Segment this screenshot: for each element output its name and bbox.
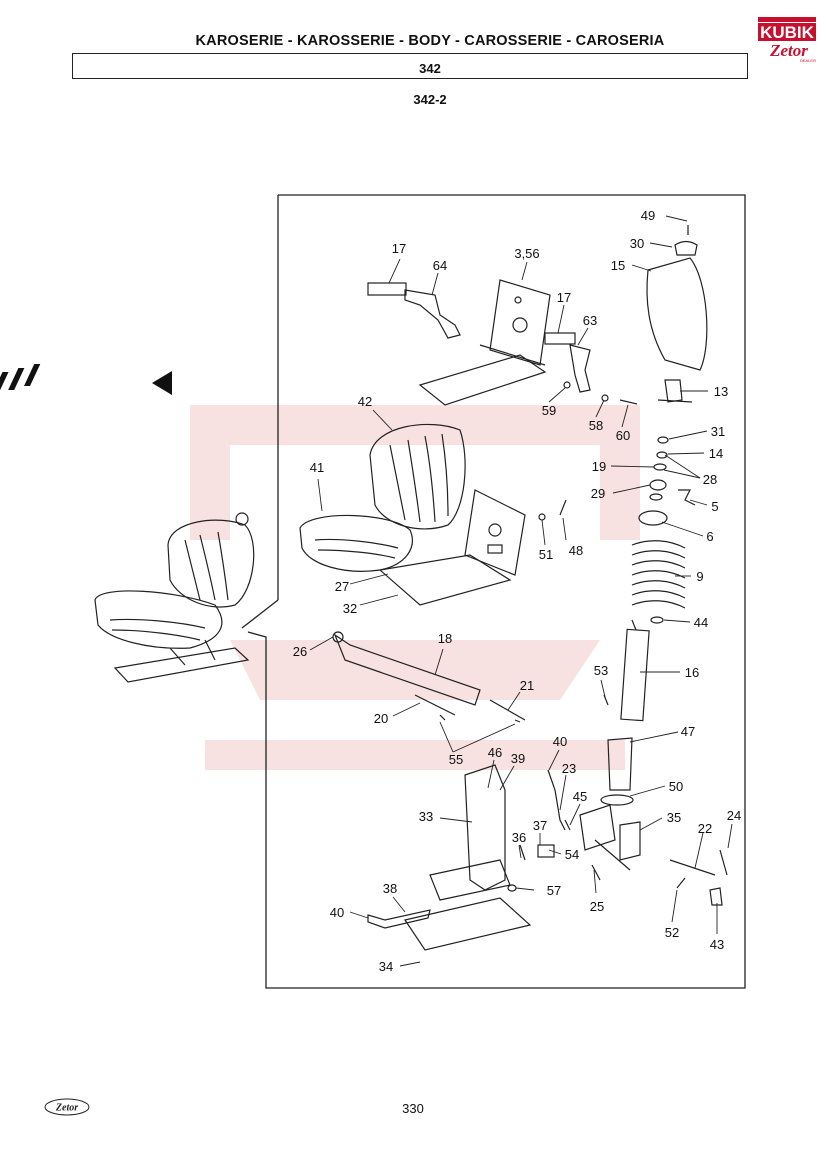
callout-label: 41 [310, 460, 324, 475]
logo-brand-top: KUBIK [760, 23, 815, 42]
callout-label: 19 [592, 459, 606, 474]
callout-label: 16 [685, 665, 699, 680]
callout-label: 24 [727, 808, 741, 823]
callout-label: 57 [547, 883, 561, 898]
direction-arrow-icon [0, 364, 172, 395]
callout-label: 48 [569, 543, 583, 558]
callout-label: 23 [562, 761, 576, 776]
diagram-frame [241, 194, 746, 989]
callout-label: 20 [374, 711, 388, 726]
callout-label: 36 [512, 830, 526, 845]
callout-label: 21 [520, 678, 534, 693]
callout-label: 14 [709, 446, 723, 461]
section-number: 342 [419, 61, 441, 76]
callout-label: 53 [594, 663, 608, 678]
logo-brand-sub: DEALER [800, 58, 816, 63]
callout-label: 40 [330, 905, 344, 920]
callout-label: 32 [343, 601, 357, 616]
callout-label: 17 [392, 241, 406, 256]
callout-label: 40 [553, 734, 567, 749]
page-title: KAROSERIE - KAROSSERIE - BODY - CAROSSER… [195, 33, 665, 49]
subsection-number: 342-2 [413, 92, 447, 107]
callout-label: 35 [667, 810, 681, 825]
callout-label: 26 [293, 644, 307, 659]
callout-label: 37 [533, 818, 547, 833]
footer-zetor-logo: Zetor [44, 1098, 90, 1116]
callout-label: 13 [714, 384, 728, 399]
page-number: 330 [402, 1101, 424, 1116]
kubik-zetor-logo: KUBIK Zetor DEALER [756, 14, 818, 64]
callout-label: 22 [698, 821, 712, 836]
callout-label: 3,56 [514, 246, 539, 261]
callout-label: 64 [433, 258, 447, 273]
callout-label: 17 [557, 290, 571, 305]
callout-label: 52 [665, 925, 679, 940]
callout-label: 29 [591, 486, 605, 501]
callout-label: 42 [358, 394, 372, 409]
callout-label: 9 [696, 569, 703, 584]
callout-label: 60 [616, 428, 630, 443]
callout-label: 5 [711, 499, 718, 514]
footer-logo-text: Zetor [55, 1103, 78, 1114]
section-box [72, 53, 748, 79]
callout-label: 55 [449, 752, 463, 767]
callout-label: 43 [710, 937, 724, 952]
callout-label: 49 [641, 208, 655, 223]
callout-label: 44 [694, 615, 708, 630]
callout-label: 54 [565, 847, 579, 862]
callout-label: 25 [590, 899, 604, 914]
callout-label: 46 [488, 745, 502, 760]
callout-label: 59 [542, 403, 556, 418]
callout-label: 47 [681, 724, 695, 739]
callout-label: 27 [335, 579, 349, 594]
callout-label: 15 [611, 258, 625, 273]
watermark [190, 405, 640, 770]
callout-label: 39 [511, 751, 525, 766]
callout-label: 6 [706, 529, 713, 544]
callout-label: 50 [669, 779, 683, 794]
leader-lines [309, 215, 733, 967]
callout-labels: 49 30 15 13 31 14 19 28 29 5 6 9 44 16 5… [293, 208, 741, 974]
callout-label: 38 [383, 881, 397, 896]
callout-label: 58 [589, 418, 603, 433]
callout-label: 63 [583, 313, 597, 328]
callout-label: 45 [573, 789, 587, 804]
callout-label: 51 [539, 547, 553, 562]
callout-label: 34 [379, 959, 393, 974]
callout-label: 30 [630, 236, 644, 251]
callout-label: 33 [419, 809, 433, 824]
callout-label: 18 [438, 631, 452, 646]
callout-label: 31 [711, 424, 725, 439]
part-drawings [94, 225, 728, 951]
callout-label: 28 [703, 472, 717, 487]
logo-brand-bottom: Zetor [769, 41, 808, 60]
